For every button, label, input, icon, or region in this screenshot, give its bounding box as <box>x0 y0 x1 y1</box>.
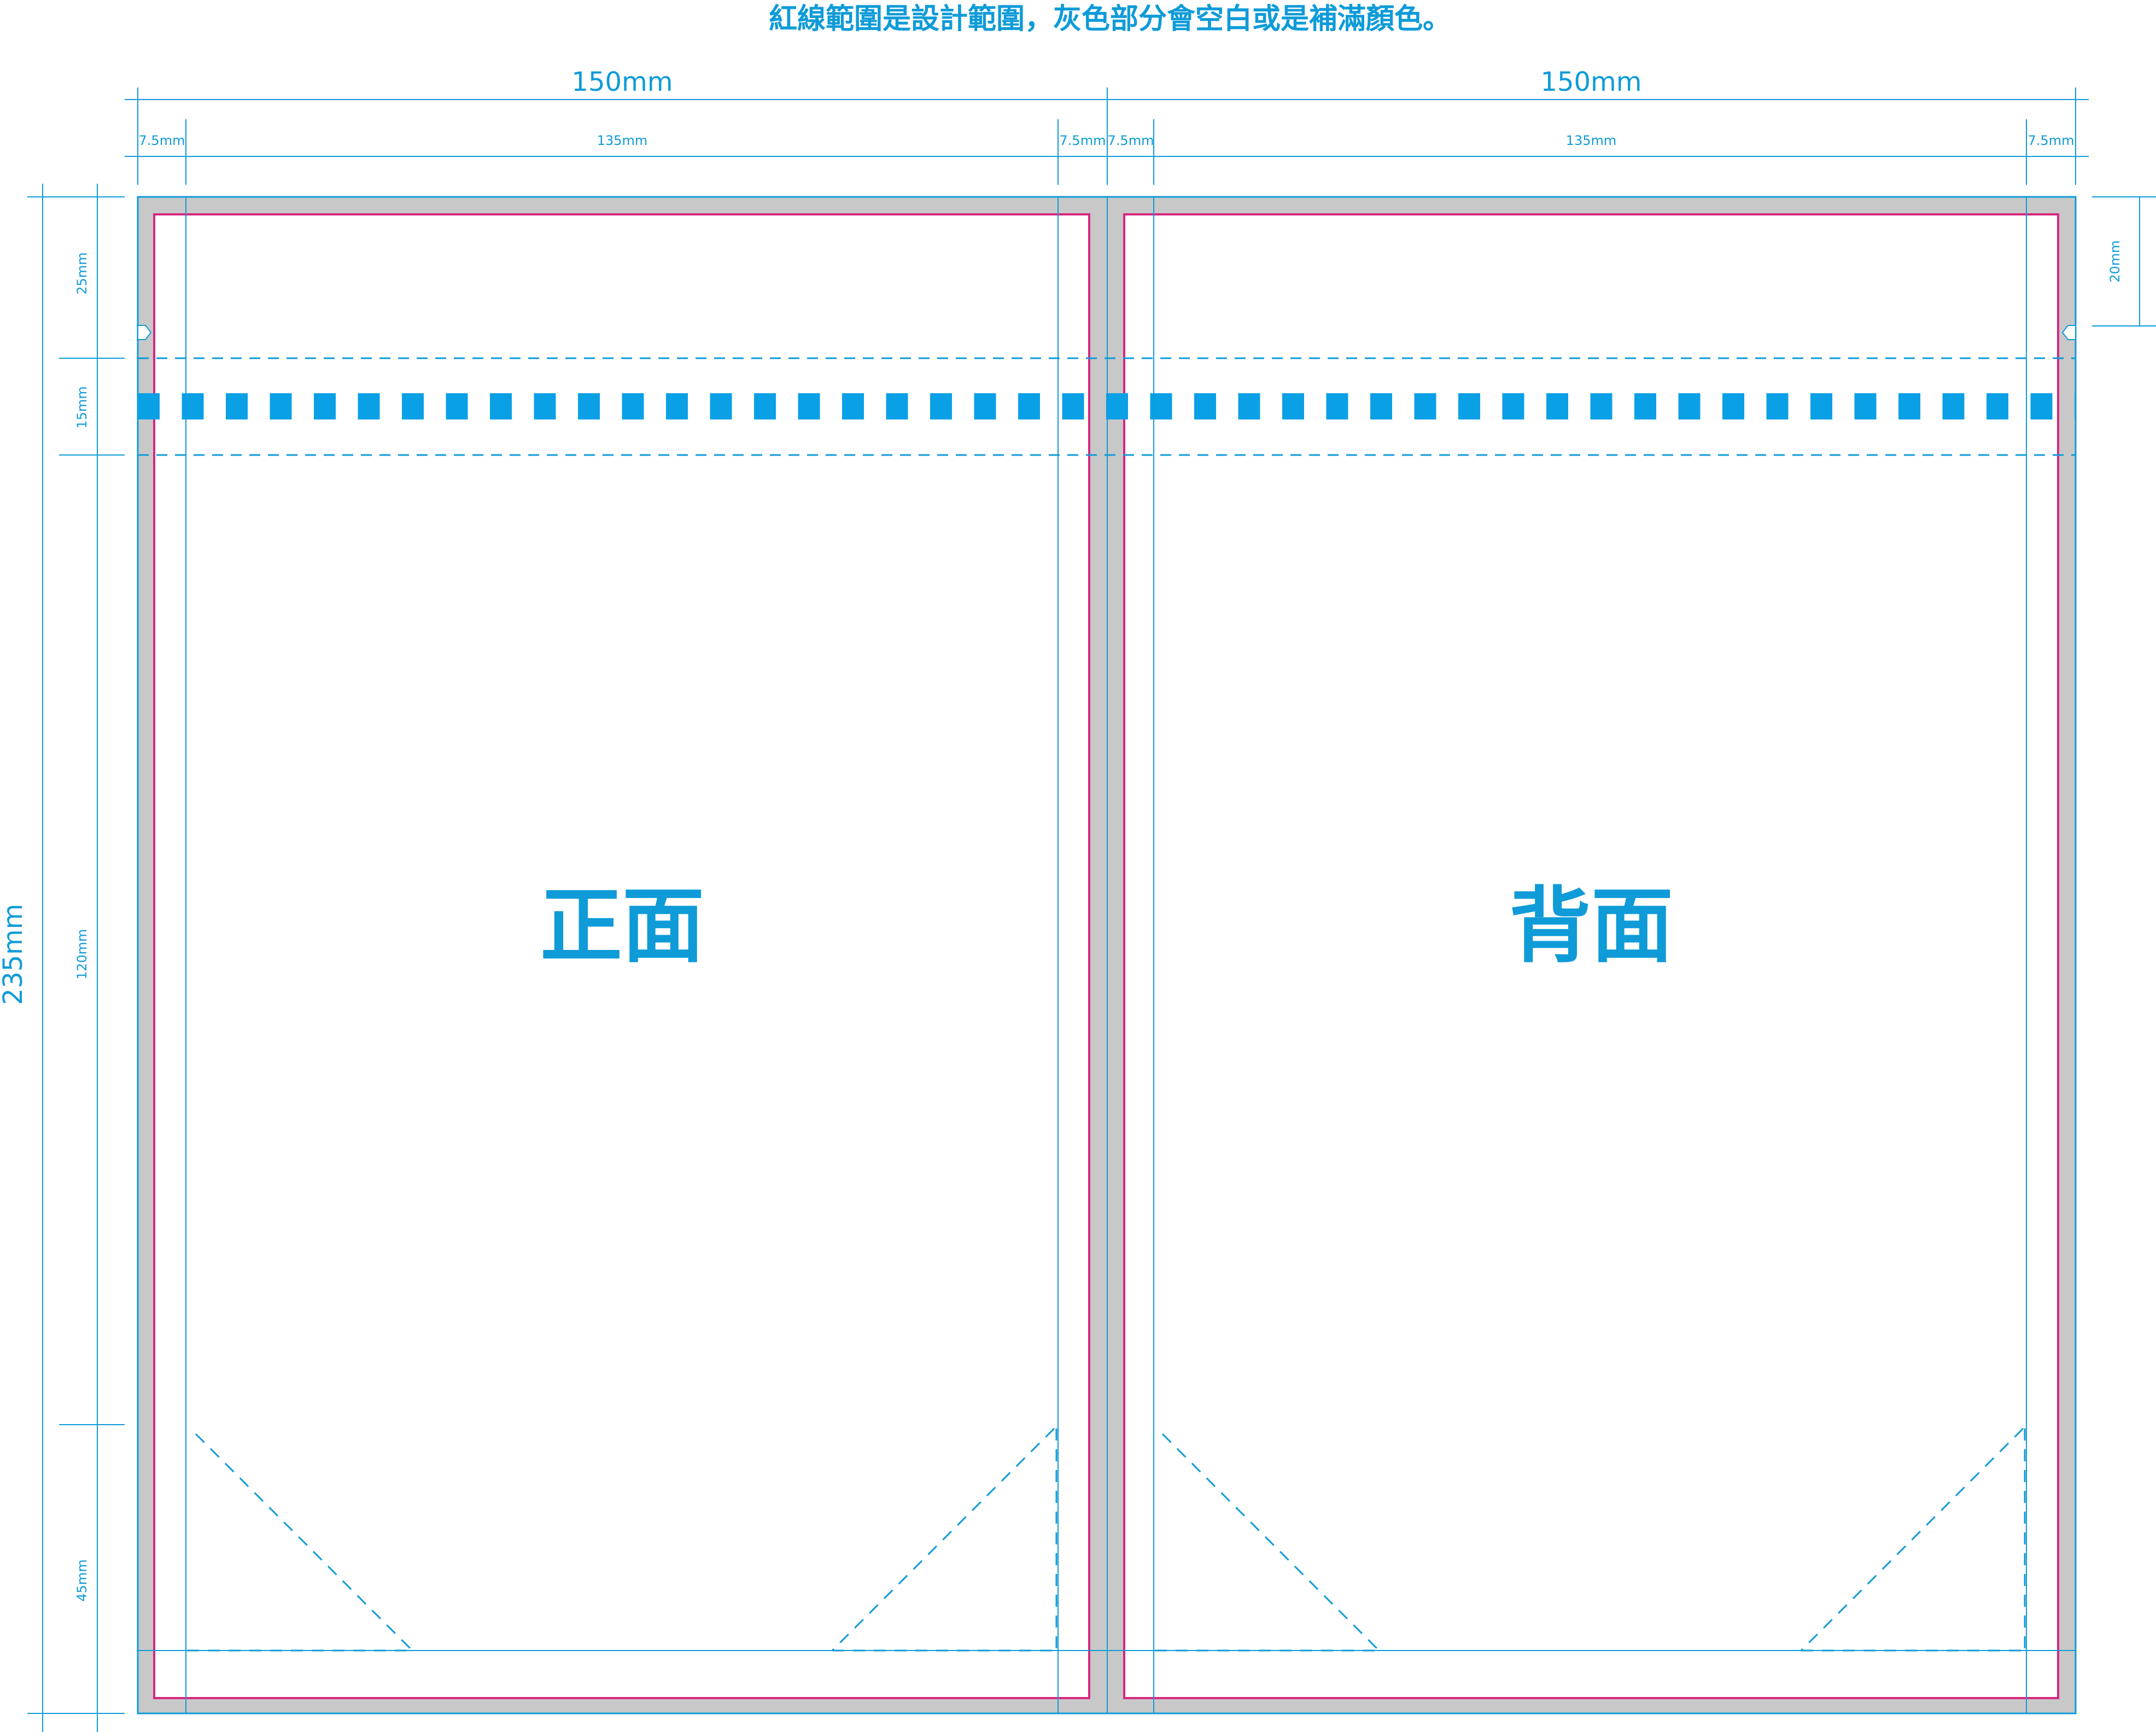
left-content-width-label: 135mm <box>597 133 648 148</box>
perforation-hole <box>754 393 776 419</box>
pocket-fold-lines <box>187 1427 2026 1652</box>
perforation-hole <box>1282 393 1304 419</box>
perforation-hole <box>1546 393 1568 419</box>
right-content-width-label: 135mm <box>1566 133 1617 148</box>
perforation-hole <box>1942 393 1965 419</box>
perforation-hole <box>622 393 644 419</box>
right-inner-margin-label: 7.5mm <box>1108 133 1154 148</box>
perforation-hole <box>314 393 336 419</box>
perforation-hole <box>666 393 688 419</box>
perforation-hole <box>2075 393 2076 419</box>
perforation-hole <box>358 393 380 419</box>
perforation-hole <box>490 393 512 419</box>
perforation-hole <box>1018 393 1040 419</box>
perforation-hole <box>930 393 952 419</box>
perforation-hole <box>2030 393 2053 419</box>
perforation-hole <box>1810 393 1832 419</box>
perforation-hole <box>1854 393 1877 419</box>
height-dimensions <box>27 184 125 1732</box>
left-width-label: 150mm <box>571 67 673 97</box>
perforation-hole <box>1370 393 1392 419</box>
front-label: 正面 <box>540 879 704 974</box>
perforation-hole <box>1722 393 1744 419</box>
width-dimensions <box>125 88 2089 185</box>
perforation-height-label: 15mm <box>74 386 90 428</box>
perforation-hole <box>1678 393 1701 419</box>
top-height-label: 25mm <box>74 252 90 294</box>
front-panel <box>153 213 1090 1699</box>
perforation-hole <box>1898 393 1920 419</box>
perforation-hole <box>1766 393 1789 419</box>
perforation-hole <box>1634 393 1656 419</box>
perforation-hole <box>182 393 204 419</box>
right-side-dimension <box>2092 196 2156 326</box>
left-inner-margin-label: 7.5mm <box>1060 133 1106 148</box>
left-notch <box>137 325 152 340</box>
back-panel <box>1123 213 2059 1699</box>
perforation-hole <box>974 393 996 419</box>
perforation-hole <box>1194 393 1216 419</box>
perforation-hole <box>1238 393 1260 419</box>
perforation-hole <box>226 393 248 419</box>
back-label: 背面 <box>1509 879 1673 974</box>
perforation-hole <box>1106 393 1128 419</box>
total-height-label: 235mm <box>0 903 28 1005</box>
perforation-hole <box>886 393 908 419</box>
perforation-hole <box>842 393 864 419</box>
perforation-hole <box>798 393 820 419</box>
perforation-hole <box>534 393 556 419</box>
design-note: 紅線範圍是設計範圍，灰色部分會空白或是補滿顏色。 <box>769 3 1451 36</box>
perforation-hole <box>1326 393 1348 419</box>
perforation-hole <box>1458 393 1480 419</box>
perforation-hole <box>1986 393 2008 419</box>
perforation-hole <box>710 393 732 419</box>
perforation-hole <box>578 393 600 419</box>
perforation-hole <box>1414 393 1436 419</box>
perforation-hole <box>1590 393 1612 419</box>
perforation-hole <box>1062 393 1084 419</box>
right-side-height-label: 20mm <box>2107 240 2123 282</box>
perforation-hole <box>138 393 160 419</box>
perforation-hole <box>446 393 468 419</box>
right-width-label: 150mm <box>1540 67 1641 97</box>
left-margin-label: 7.5mm <box>139 133 185 148</box>
body-height-label: 120mm <box>74 929 90 980</box>
right-margin-label: 7.5mm <box>2028 133 2075 148</box>
margin-guides <box>138 197 2076 1713</box>
perforation-hole <box>270 393 292 419</box>
perforation-hole <box>1502 393 1524 419</box>
perforation-line <box>138 393 2076 419</box>
perforation-hole <box>402 393 424 419</box>
bottom-height-label: 45mm <box>74 1559 90 1601</box>
right-notch <box>2061 325 2076 340</box>
